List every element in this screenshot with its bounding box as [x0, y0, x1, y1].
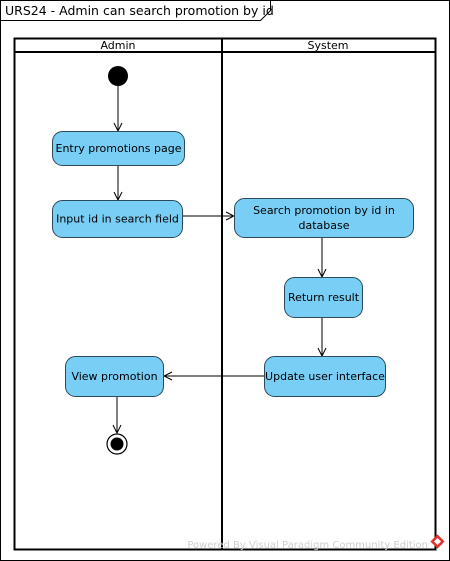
frame-title-tab [0, 0, 271, 21]
watermark-text: Powered By Visual Paradigm Community Edi… [187, 540, 428, 551]
initial-node [108, 66, 128, 86]
action-entry-promotions-page: Entry promotions page [52, 131, 185, 166]
action-input-id-in-search-field: Input id in search field [52, 200, 183, 238]
control-flows [117, 86, 322, 433]
action-label: Input id in search field [56, 213, 179, 226]
lane-title-admin: Admin [100, 39, 135, 52]
action-return-result: Return result [284, 277, 363, 318]
action-label-line-1: Search promotion by id in [253, 204, 395, 217]
action-label: Entry promotions page [56, 142, 182, 155]
action-label: View promotion [71, 370, 157, 383]
final-node [106, 433, 128, 455]
action-update-user-interface: Update user interface [264, 356, 386, 397]
action-view-promotion: View promotion [65, 356, 164, 397]
visual-paradigm-logo-icon [430, 534, 445, 549]
swimlane-container [13, 37, 437, 551]
action-label-line-2: database [299, 219, 350, 232]
action-label: Return result [288, 291, 360, 304]
diagram-title: URS24 - Admin can search promotion by id [5, 3, 274, 18]
action-label: Update user interface [265, 370, 385, 383]
lane-title-system: System [307, 39, 348, 52]
action-search-promotion-by-id: Search promotion by id in database [234, 198, 414, 238]
